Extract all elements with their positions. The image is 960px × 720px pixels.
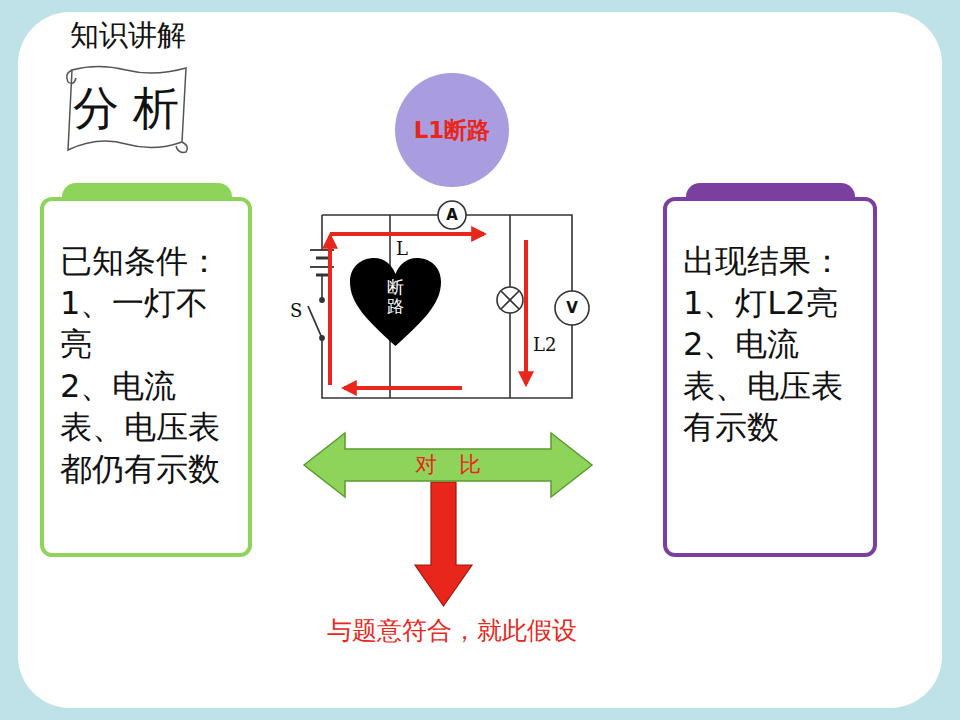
current-arrows (330, 234, 526, 388)
results-box: 出现结果：1、灯L2亮2、电流表、电压表有示数 (663, 197, 877, 557)
lamp-symbol (497, 287, 523, 313)
voltmeter-symbol (555, 291, 589, 325)
current-arrow (524, 240, 528, 384)
node-text: 对 比 (415, 450, 481, 480)
lamp-label: L (396, 238, 408, 259)
switch-label: S (290, 300, 302, 321)
box-item: 1、一灯不亮 (60, 283, 238, 366)
box-item: 2、电流表、电压表有示数 (683, 324, 863, 449)
compare-double-arrow: 对 比 (303, 432, 593, 498)
node-text: 分 析 (73, 78, 180, 140)
wire (322, 215, 572, 398)
circuit-wires (322, 215, 572, 398)
node-text: 断路 (387, 278, 404, 315)
voltmeter-label: V (566, 299, 578, 317)
down-arrow (415, 482, 472, 606)
current-arrow (330, 232, 484, 236)
box-item: 2、电流表、电压表都仍有示数 (60, 366, 238, 491)
panel (18, 12, 942, 708)
hypothesis-circle: L1断路 (394, 72, 510, 188)
ammeter-symbol (438, 201, 466, 229)
lamp-label: L2 (533, 334, 556, 355)
current-arrow (344, 386, 462, 390)
switch-symbol (308, 298, 324, 340)
box-item: 1、灯L2亮 (683, 283, 863, 325)
ammeter-label: A (446, 206, 458, 224)
section-title: 知识讲解 (70, 16, 186, 56)
box-heading: 已知条件： (60, 241, 238, 283)
known-conditions-box: 已知条件：1、一灯不亮2、电流表、电压表都仍有示数 (40, 197, 252, 557)
current-arrow (328, 236, 332, 385)
box-heading: 出现结果： (683, 241, 863, 283)
break-heart: 断路 (348, 256, 443, 348)
scroll-banner: 分 析 (62, 62, 190, 156)
node-text: L1断路 (414, 115, 491, 146)
conclusion-note: 与题意符合，就此假设 (327, 614, 577, 647)
